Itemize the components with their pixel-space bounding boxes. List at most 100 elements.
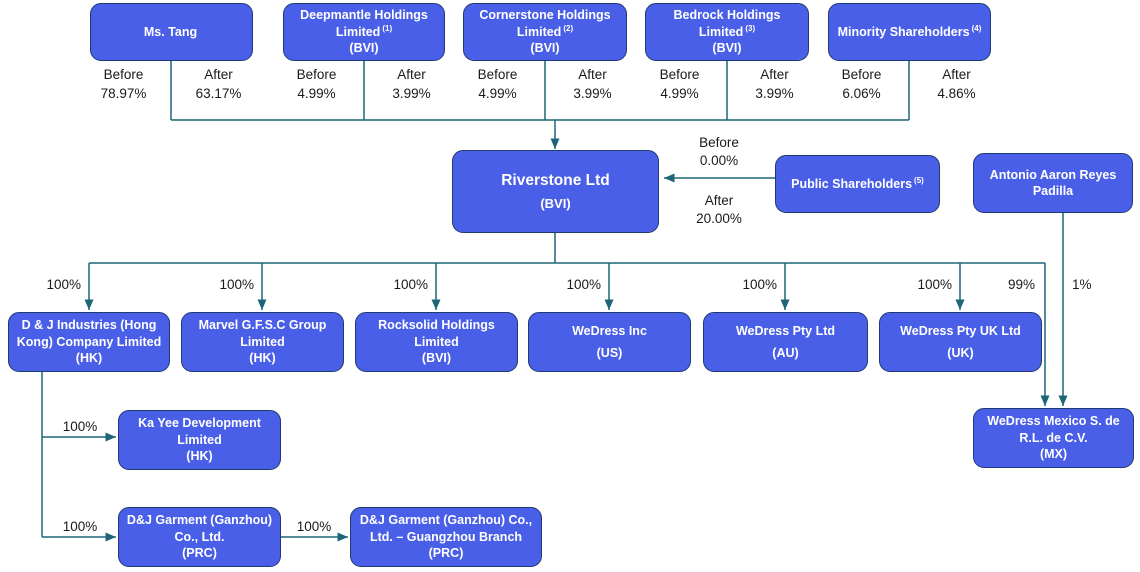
node-jurisdiction: (HK): [75, 351, 103, 366]
before-label: Before: [296, 67, 337, 82]
node-label: Bedrock Holdings Limited: [673, 8, 781, 39]
node-jurisdiction: (PRC): [428, 546, 464, 561]
pct-guangzhou-branch: 100%: [296, 519, 332, 534]
pct-mexico-antonio: 1%: [1072, 277, 1092, 292]
footnote-ref: (1): [382, 23, 393, 33]
node-wedress-inc: WeDress Inc (US): [528, 312, 691, 372]
node-jurisdiction: (PRC): [182, 546, 217, 561]
after-label: After: [397, 67, 426, 82]
node-public-shareholders: Public Shareholders(5): [775, 155, 940, 213]
footnote-ref: (2): [563, 23, 574, 33]
node-label: D&J Garment (Ganzhou) Co., Ltd. – Guangz…: [359, 513, 533, 544]
public-after-shareholding: After 20.00%: [674, 192, 764, 227]
node-jurisdiction: (US): [596, 345, 623, 360]
node-dj-garment: D&J Garment (Ganzhou) Co., Ltd. (PRC): [118, 507, 281, 567]
before-value: 78.97%: [100, 85, 147, 101]
after-value: 3.99%: [755, 85, 794, 101]
node-label: Riverstone Ltd: [501, 172, 610, 190]
after-value: 20.00%: [696, 210, 742, 226]
after-label: After: [578, 67, 607, 82]
shareholding-bedrock: Before 4.99% After 3.99%: [632, 66, 822, 104]
before-label: Before: [841, 67, 882, 82]
node-wedress-mexico: WeDress Mexico S. de R.L. de C.V. (MX): [973, 408, 1134, 468]
pct-garment: 100%: [62, 519, 98, 534]
node-label: Minority Shareholders: [837, 24, 970, 39]
node-minority-shareholders: Minority Shareholders(4): [828, 3, 991, 61]
pct-marvel: 100%: [219, 277, 254, 292]
node-label: Ms. Tang: [143, 24, 198, 39]
node-riverstone: Riverstone Ltd (BVI): [452, 150, 659, 233]
footnote-ref: (4): [971, 23, 982, 33]
node-rocksolid: Rocksolid Holdings Limited (BVI): [355, 312, 518, 372]
footnote-ref: (5): [914, 175, 924, 185]
after-label: After: [760, 67, 789, 82]
pct-dj-industries: 100%: [46, 277, 81, 292]
node-antonio-padilla: Antonio Aaron Reyes Padilla: [973, 153, 1133, 213]
node-label: WeDress Inc: [572, 324, 647, 338]
node-ka-yee: Ka Yee Development Limited (HK): [118, 410, 281, 470]
node-label: Rocksolid Holdings Limited: [378, 318, 495, 349]
after-label: After: [204, 67, 233, 82]
dj-industries-connectors: [41, 372, 348, 542]
node-deepmantle: Deepmantle Holdings Limited(1) (BVI): [283, 3, 445, 61]
before-label: Before: [699, 135, 739, 150]
pct-wedress-au: 100%: [742, 277, 777, 292]
node-guangzhou-branch: D&J Garment (Ganzhou) Co., Ltd. – Guangz…: [350, 507, 542, 567]
shareholding-cornerstone: Before 4.99% After 3.99%: [450, 66, 640, 104]
node-label: Deepmantle Holdings Limited: [300, 8, 428, 39]
node-jurisdiction: (BVI): [421, 351, 452, 366]
pct-wedress-inc: 100%: [566, 277, 601, 292]
node-label: Cornerstone Holdings Limited: [479, 8, 611, 39]
node-jurisdiction: (UK): [947, 345, 974, 360]
before-value: 4.99%: [297, 85, 336, 101]
pct-ka-yee: 100%: [62, 419, 98, 434]
node-jurisdiction: (HK): [186, 449, 213, 464]
before-label: Before: [659, 67, 700, 82]
node-cornerstone: Cornerstone Holdings Limited(2) (BVI): [463, 3, 627, 61]
node-bedrock: Bedrock Holdings Limited(3) (BVI): [645, 3, 809, 61]
node-label: Marvel G.F.S.C Group Limited: [198, 318, 327, 349]
after-label: After: [942, 67, 971, 82]
node-label: WeDress Pty UK Ltd: [900, 324, 1021, 338]
node-jurisdiction: (BVI): [530, 41, 560, 56]
after-label: After: [704, 193, 734, 208]
footnote-ref: (3): [745, 23, 756, 33]
node-label: WeDress Mexico S. de R.L. de C.V.: [987, 414, 1120, 445]
shareholding-deepmantle: Before 4.99% After 3.99%: [269, 66, 459, 104]
node-label: D&J Garment (Ganzhou) Co., Ltd.: [126, 513, 273, 544]
node-jurisdiction: (AU): [772, 345, 799, 360]
pct-rocksolid: 100%: [393, 277, 428, 292]
node-jurisdiction: (HK): [249, 351, 276, 366]
pct-wedress-uk: 100%: [917, 277, 952, 292]
pct-mexico-group: 99%: [1007, 277, 1035, 292]
before-label: Before: [477, 67, 518, 82]
before-label: Before: [103, 67, 144, 82]
node-jurisdiction: (BVI): [712, 41, 742, 56]
node-label: Ka Yee Development Limited: [138, 416, 261, 447]
before-value: 4.99%: [660, 85, 699, 101]
before-value: 6.06%: [842, 85, 881, 101]
after-value: 4.86%: [937, 85, 976, 101]
node-ms-tang: Ms. Tang: [90, 3, 253, 61]
node-jurisdiction: (BVI): [349, 41, 379, 56]
node-label: D & J Industries (Hong Kong) Company Lim…: [16, 318, 162, 349]
node-jurisdiction: (BVI): [540, 195, 571, 211]
after-value: 3.99%: [392, 85, 431, 101]
before-value: 4.99%: [478, 85, 517, 101]
node-label: WeDress Pty Ltd: [735, 324, 836, 338]
node-label: Antonio Aaron Reyes Padilla: [989, 167, 1117, 199]
after-value: 63.17%: [195, 85, 242, 101]
before-value: 0.00%: [699, 152, 739, 168]
shareholding-ms-tang: Before 78.97% After 63.17%: [76, 66, 266, 104]
shareholding-minority: Before 6.06% After 4.86%: [814, 66, 1004, 104]
top-shareholder-connectors: [170, 61, 910, 149]
node-wedress-au: WeDress Pty Ltd (AU): [703, 312, 868, 372]
node-wedress-uk: WeDress Pty UK Ltd (UK): [879, 312, 1042, 372]
node-jurisdiction: (MX): [1039, 447, 1068, 462]
subsidiary-connectors: [84, 213, 1068, 406]
after-value: 3.99%: [573, 85, 612, 101]
node-marvel: Marvel G.F.S.C Group Limited (HK): [181, 312, 344, 372]
public-before-shareholding: Before 0.00%: [674, 134, 764, 169]
